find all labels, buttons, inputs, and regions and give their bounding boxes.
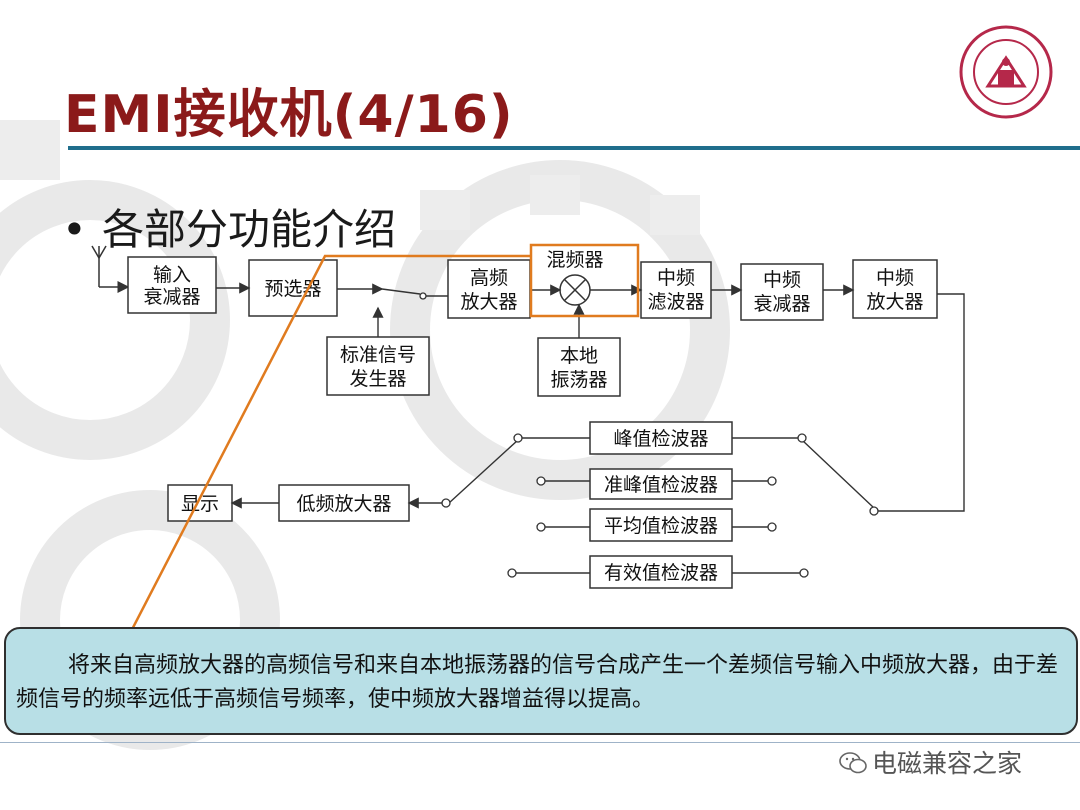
label-rms-detector: 有效值检波器: [604, 562, 718, 584]
block-standard-signal-generator: [326, 336, 430, 396]
label-rf-amp-1: 高频: [470, 267, 508, 289]
block-input-attenuator: [127, 256, 217, 314]
bullet-dot: •: [62, 205, 87, 254]
watermark: 电磁兼容之家: [838, 744, 1022, 780]
university-seal-icon: [959, 25, 1053, 119]
watermark-text: 电磁兼容之家: [872, 749, 1023, 778]
footer-rule: [0, 742, 1080, 743]
label-input-attenuator-1: 输入: [153, 264, 191, 286]
block-quasi-peak-detector: [589, 468, 733, 500]
page-title: EMI接收机(4/16): [64, 85, 514, 145]
antenna-icon: [91, 245, 130, 293]
label-if-amp-1: 中频: [876, 267, 914, 289]
bullet-text: 各部分功能介绍: [102, 205, 397, 254]
explanation-callout: 将来自高频放大器的高频信号和来自本地振荡器的信号合成产生一个差频信号输入中频放大…: [4, 627, 1078, 735]
label-std-signal-gen-2: 发生器: [349, 368, 406, 390]
label-quasi-peak-detector: 准峰值检波器: [604, 474, 718, 496]
label-if-filter-2: 滤波器: [647, 291, 704, 313]
label-if-amp-2: 放大器: [866, 291, 923, 313]
wechat-icon: [839, 752, 867, 774]
label-if-filter-1: 中频: [657, 267, 695, 289]
label-rf-amp-2: 放大器: [460, 291, 517, 313]
label-mixer: 混频器: [546, 249, 603, 271]
block-display: [167, 484, 233, 522]
label-display: 显示: [181, 493, 219, 515]
label-average-detector: 平均值检波器: [604, 515, 718, 537]
label-local-osc-2: 振荡器: [550, 369, 607, 391]
label-if-attenuator-2: 衰减器: [753, 293, 810, 315]
label-input-attenuator-2: 衰减器: [143, 286, 200, 308]
title-underline: [68, 146, 1080, 150]
label-local-osc-1: 本地: [560, 345, 598, 367]
block-if-filter: [640, 261, 712, 319]
block-rf-amplifier: [447, 259, 531, 319]
label-lf-amp: 低频放大器: [296, 493, 391, 515]
block-average-detector: [589, 508, 733, 542]
label-peak-detector: 峰值检波器: [613, 428, 708, 450]
block-local-oscillator: [537, 337, 621, 397]
block-if-attenuator: [740, 263, 824, 321]
label-preselector: 预选器: [264, 278, 321, 300]
label-if-attenuator-1: 中频: [763, 269, 801, 291]
mixer-symbol: [559, 274, 591, 306]
mixer-highlight: [122, 243, 640, 646]
switch-contacts: [419, 292, 879, 578]
label-std-signal-gen-1: 标准信号: [340, 344, 416, 366]
bullet-item: • 各部分功能介绍: [62, 196, 396, 257]
callout-text: 将来自高频放大器的高频信号和来自本地振荡器的信号合成产生一个差频信号输入中频放大…: [16, 653, 1059, 712]
signal-paths: [216, 282, 965, 574]
block-rms-detector: [589, 555, 733, 589]
